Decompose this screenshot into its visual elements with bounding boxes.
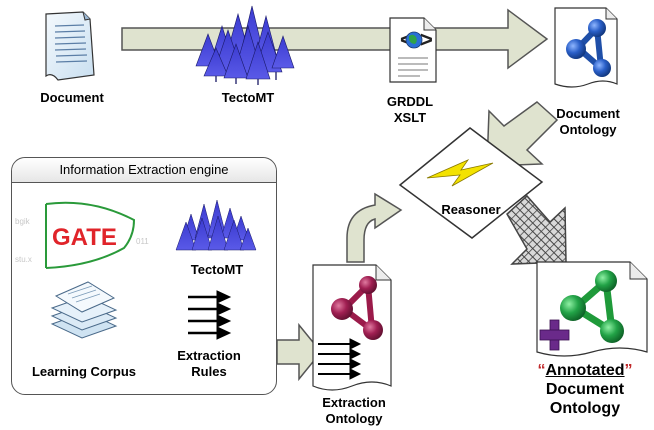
learning-corpus-label: Learning Corpus xyxy=(31,364,136,379)
extraction-ontology-label-line1: Extraction xyxy=(322,395,386,410)
flow-arrow-reasoner-to-annotated xyxy=(506,194,567,265)
extraction-ontology-doc xyxy=(312,264,392,391)
flow-arrow-engine-to-extraction xyxy=(276,322,322,382)
annotated-ontology-doc xyxy=(536,261,648,357)
engine-canvas: bgik stu.x 011 GATE xyxy=(15,199,257,340)
annotated-label-line3: Ontology xyxy=(549,400,621,417)
flow-arrow-extraction-to-reasoner xyxy=(346,192,403,263)
flow-arrow-document-to-ontology xyxy=(121,8,549,70)
annotated-word: Annotated xyxy=(545,362,625,379)
annotated-label-line2: Document xyxy=(545,381,625,398)
document-ontology-label-line2: Ontology xyxy=(559,122,617,137)
gate-logo-icon: bgik stu.x 011 GATE xyxy=(15,201,149,269)
ontology-icon xyxy=(560,270,624,343)
globe-script-icon: < > xyxy=(389,17,437,83)
gate-logo-text: GATE xyxy=(52,224,117,251)
extraction-rules-label-line2: Rules xyxy=(191,364,227,379)
engine-tectomt-label: TectoMT xyxy=(190,262,244,277)
gate-bg-text-left-bottom: stu.x xyxy=(15,255,32,264)
gate-bg-text-left-top: bgik xyxy=(15,217,31,226)
tree-icon xyxy=(175,199,257,251)
annotated-label-line1: “Annotated” xyxy=(520,362,650,380)
ontology-icon xyxy=(331,276,383,340)
extraction-rules-label-line1: Extraction xyxy=(177,348,241,363)
plus-icon xyxy=(539,319,570,351)
rules-arrows-icon xyxy=(318,338,362,380)
annotated-quote-close: ” xyxy=(624,362,633,379)
stack-of-papers-icon xyxy=(50,281,118,339)
rules-arrows-icon xyxy=(188,290,232,340)
grddl-label-line2: XSLT xyxy=(393,110,427,125)
gate-bg-text-right: 011 xyxy=(136,237,149,246)
tectomt-label: TectoMT xyxy=(221,90,275,105)
document-label: Document xyxy=(40,90,104,105)
annotated-quote-open: “ xyxy=(537,362,546,379)
reasoner-label: Reasoner xyxy=(441,202,501,217)
ontology-icon xyxy=(554,7,618,88)
extraction-ontology-label-line2: Ontology xyxy=(325,411,383,426)
tree-icon xyxy=(195,5,295,85)
document-icon xyxy=(45,11,95,81)
lightning-icon xyxy=(426,159,494,187)
engine-title-bar: Information Extraction engine xyxy=(12,158,276,183)
information-extraction-engine: Information Extraction engine bgik stu.x… xyxy=(11,157,277,395)
svg-text:>: > xyxy=(420,27,433,52)
reasoner-diamond xyxy=(398,127,544,239)
engine-title: Information Extraction engine xyxy=(59,162,229,177)
document-ontology-label-line1: Document xyxy=(556,106,620,121)
grddl-label-line1: GRDDL xyxy=(386,94,434,109)
